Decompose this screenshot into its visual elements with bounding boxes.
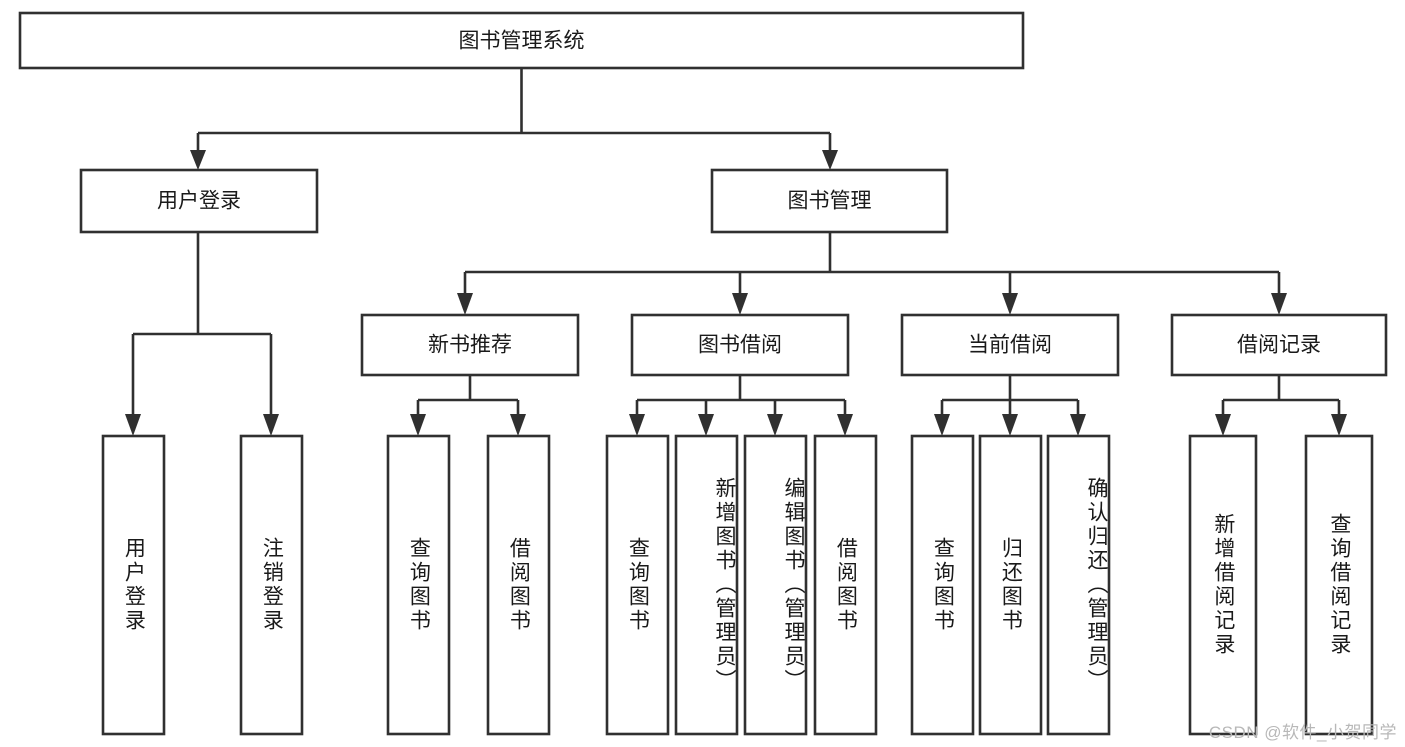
- node-box-book-borrow[interactable]: [630, 313, 850, 377]
- arrow-to-new-book-rec: [457, 293, 473, 315]
- arrow-root-to-user-login: [190, 150, 206, 170]
- node-label-borrow-record: 借阅记录: [1237, 334, 1321, 357]
- node-box-leaf-9[interactable]: [910, 434, 975, 736]
- arrow-leaf-1: [125, 414, 141, 436]
- arrow-leaf-5: [629, 414, 645, 436]
- node-box-new-book-rec[interactable]: [360, 313, 580, 377]
- arrow-to-current-borrow: [1002, 293, 1018, 315]
- node-box-current-borrow[interactable]: [900, 313, 1120, 377]
- node-box-book-manage[interactable]: [710, 168, 949, 234]
- node-label-book-manage: 图书管理: [788, 190, 872, 213]
- arrow-leaf-2: [263, 414, 279, 436]
- arrow-leaf-6: [698, 414, 714, 436]
- arrow-leaf-8: [837, 414, 853, 436]
- node-box-leaf-2[interactable]: [239, 434, 304, 736]
- arrow-root-to-book-manage: [822, 150, 838, 170]
- arrow-to-book-borrow: [732, 293, 748, 315]
- csdn-watermark: CSDN @软件_小贺同学: [1208, 723, 1397, 742]
- node-box-leaf-1[interactable]: [101, 434, 166, 736]
- node-box-leaf-7[interactable]: [743, 434, 808, 736]
- node-label-new-book-rec: 新书推荐: [428, 334, 512, 357]
- arrow-leaf-9: [934, 414, 950, 436]
- node-box-leaf-12[interactable]: [1188, 434, 1258, 736]
- arrow-leaf-10: [1002, 414, 1018, 436]
- node-label-root: 图书管理系统: [459, 30, 585, 53]
- node-box-leaf-5[interactable]: [605, 434, 670, 736]
- arrow-leaf-12: [1215, 414, 1231, 436]
- node-layer: 图书管理系统 用户登录 图书管理 新书推荐 图书借阅 当前借阅 借阅记录: [18, 11, 1388, 736]
- node-box-leaf-13[interactable]: [1304, 434, 1374, 736]
- arrow-leaf-4: [510, 414, 526, 436]
- node-box-borrow-record[interactable]: [1170, 313, 1388, 377]
- node-box-user-login[interactable]: [79, 168, 319, 234]
- node-box-leaf-6[interactable]: [674, 434, 739, 736]
- node-label-current-borrow: 当前借阅: [968, 334, 1052, 357]
- arrow-leaf-11: [1070, 414, 1086, 436]
- node-box-leaf-3[interactable]: [386, 434, 451, 736]
- node-box-root[interactable]: [18, 11, 1025, 70]
- node-box-leaf-4[interactable]: [486, 434, 551, 736]
- node-box-leaf-10[interactable]: [978, 434, 1043, 736]
- node-box-leaf-8[interactable]: [813, 434, 878, 736]
- node-label-book-borrow: 图书借阅: [698, 334, 782, 357]
- arrow-leaf-7: [767, 414, 783, 436]
- arrow-to-borrow-record: [1271, 293, 1287, 315]
- arrow-leaf-3: [410, 414, 426, 436]
- connector-layer: [125, 68, 1347, 436]
- node-box-leaf-11[interactable]: [1046, 434, 1111, 736]
- node-label-user-login: 用户登录: [157, 190, 241, 213]
- arrow-leaf-13: [1331, 414, 1347, 436]
